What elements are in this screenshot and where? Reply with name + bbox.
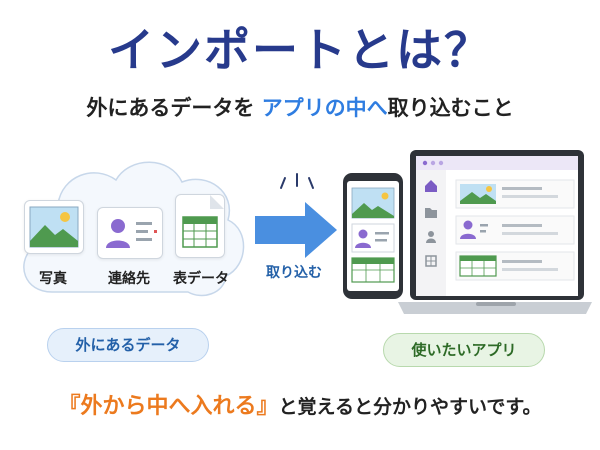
external-data-caption: 外にあるデータ (47, 328, 209, 362)
contact-label: 連絡先 (108, 271, 150, 287)
page-subtitle: 外にあるデータを アプリの中へ取り込むこと (0, 92, 600, 122)
subtitle-highlight: アプリの中へ (261, 96, 388, 120)
subtitle-post: 取り込むこと (387, 96, 514, 120)
target-app-caption: 使いたいアプリ (383, 333, 545, 367)
page-title: インポートとは？ (108, 23, 492, 77)
arrow-right-icon (255, 173, 337, 258)
import-arrow-label: 取り込む (266, 265, 322, 281)
spreadsheet-card (175, 194, 225, 258)
photo-icon (29, 206, 79, 248)
footer-emphasis: 『外から中へ入れる』 (58, 394, 279, 419)
smartphone-icon (343, 173, 403, 299)
contact-card (97, 207, 163, 259)
subtitle-pre: 外にあるデータを (86, 96, 255, 120)
footer-rest: と覚えると分かりやすいです。 (278, 396, 542, 418)
laptop-icon (398, 150, 592, 314)
footer-note: 『外から中へ入れる』と覚えると分かりやすいです。 (0, 388, 600, 420)
contact-icon (106, 219, 157, 248)
photo-card (24, 200, 84, 254)
spreadsheet-label: 表データ (173, 271, 229, 287)
spreadsheet-icon (182, 195, 224, 248)
photo-label: 写真 (39, 271, 67, 287)
